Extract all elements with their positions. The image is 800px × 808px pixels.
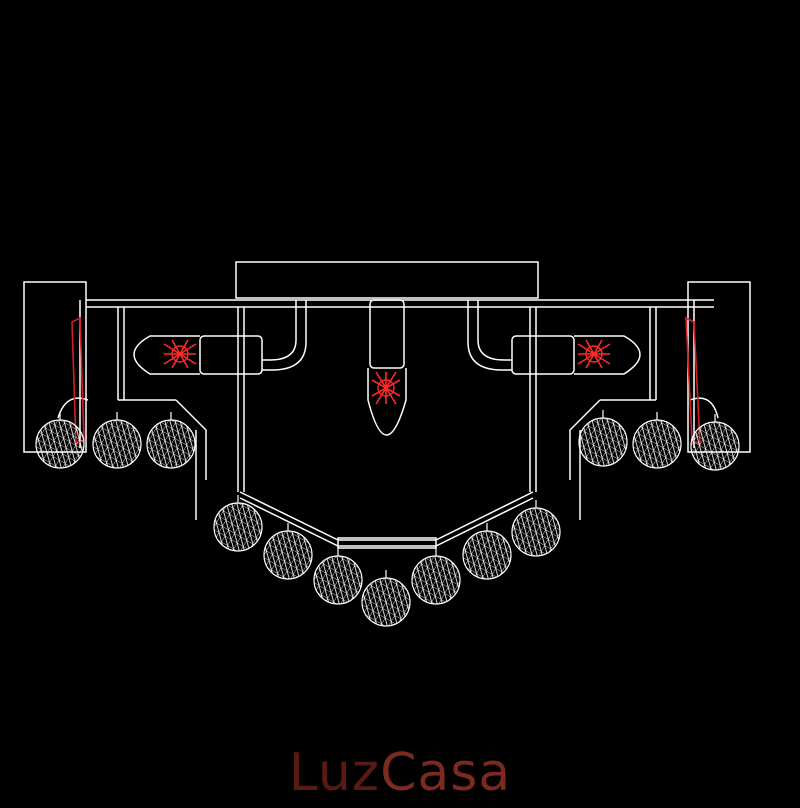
crystal-balls [35,409,740,627]
right-bulb [574,335,641,375]
center-bulb [367,368,407,436]
watermark-part2: Casa [380,743,512,803]
right-filament [577,339,611,369]
ceiling-canopy [235,261,539,299]
center-filament [371,371,401,405]
center-socket [369,299,405,369]
left-filament [163,339,197,369]
watermark-logo: LuzCasa [0,738,800,808]
watermark-part1: Luz [288,743,381,803]
left-socket-arm [262,300,297,361]
swag-bar [239,491,534,541]
left-bulb [133,335,200,375]
right-socket-arm [477,300,512,361]
